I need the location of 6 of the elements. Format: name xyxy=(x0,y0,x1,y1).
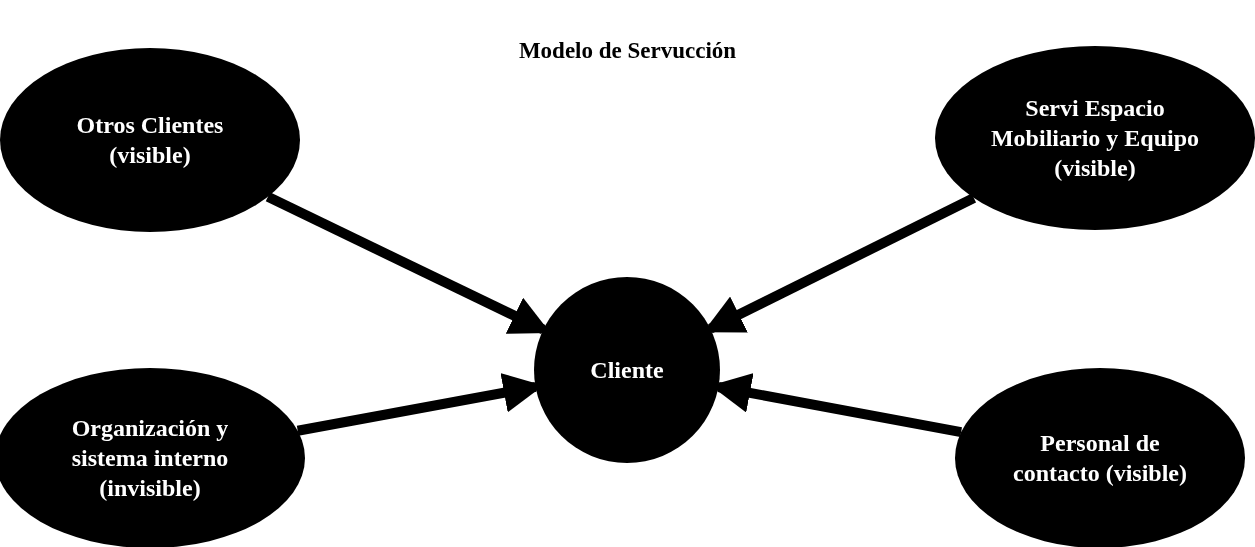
node-label: Cliente xyxy=(589,356,665,385)
node-label: Servi Espacio Mobiliario y Equipo (visible) xyxy=(989,94,1200,183)
diagram-title: Modelo de Servucción xyxy=(518,37,737,65)
node-label: Personal de contacto (visible) xyxy=(1012,429,1188,488)
node-label: Organización y sistema interno (invisible) xyxy=(70,414,230,503)
node-label: Otros Clientes (visible) xyxy=(75,111,225,170)
